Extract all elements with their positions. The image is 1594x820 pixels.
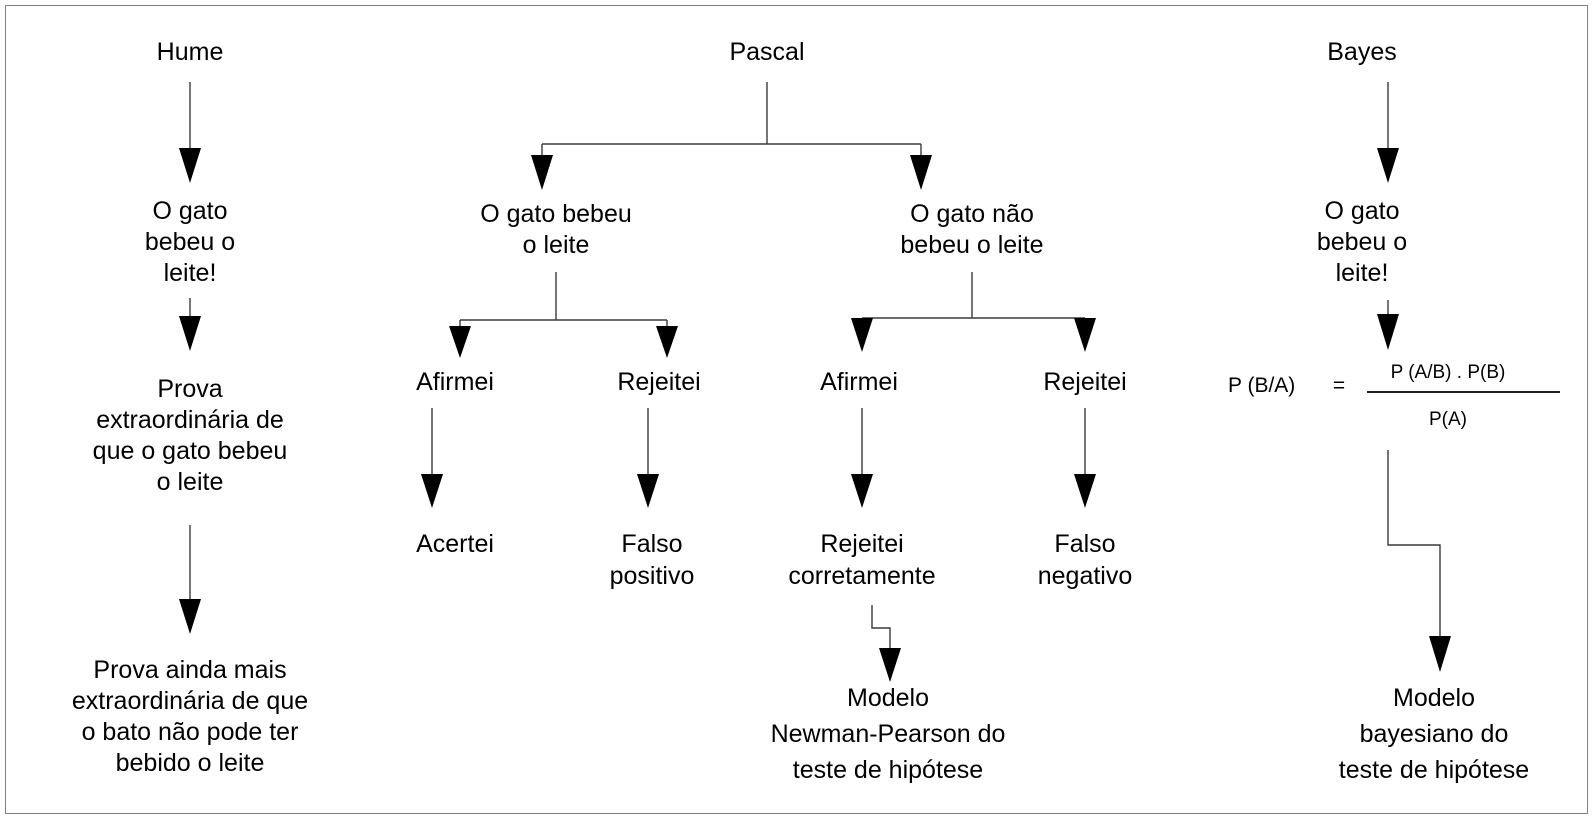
pascal-rejeitei-correto-line2: corretamente [788, 562, 935, 590]
bayes-formula-denominator: P(A) [1429, 409, 1467, 430]
pascal-modelo-line3: teste de hipótese [793, 756, 983, 784]
pascal-modelo-line1: Modelo [847, 684, 929, 712]
pascal-left-afirmei-label: Afirmei [416, 368, 494, 396]
edge-pascal-elbow-to-modelo [871, 605, 901, 682]
hume-proof-line4: o leite [157, 468, 224, 496]
bayes-claim-line2: bebeu o [1317, 228, 1407, 256]
edge-pascal-afirmei-to-acertei [421, 408, 443, 508]
bayes-modelo-line2: bayesiano do [1360, 720, 1509, 748]
edge-pascal-rejeitei-to-falso-positivo [637, 408, 659, 508]
hume-root-label: Hume [157, 38, 224, 66]
hume-proof2-line3: o bato não pode ter [82, 718, 299, 746]
pascal-falso-negativo-line2: negativo [1038, 562, 1133, 590]
hume-proof2-line1: Prova ainda mais [93, 656, 286, 684]
hume-proof2-line2: extraordinária de que [72, 687, 308, 715]
pascal-acertei-label: Acertei [416, 530, 494, 558]
pascal-right-hyp-line1: O gato não [910, 200, 1034, 228]
edge-pascal-root-split [531, 82, 932, 190]
bayes-formula-numerator: P (A/B) . P(B) [1391, 362, 1506, 383]
edge-bayes-claim-to-formula [1377, 300, 1399, 350]
bayes-formula: P (B/A) = P (A/B) . P(B) P(A) [1228, 362, 1560, 430]
hume-claim-line3: leite! [164, 259, 217, 287]
hume-proof-line2: extraordinária de [96, 406, 284, 434]
hume-claim-line2: bebeu o [145, 228, 235, 256]
edge-pascal-left-split [449, 272, 678, 358]
edge-hume-proof-to-proof2 [179, 525, 201, 634]
edge-hume-root-to-claim [179, 82, 201, 183]
pascal-root-label: Pascal [729, 38, 804, 66]
hume-proof-line1: Prova [157, 375, 222, 403]
pascal-right-hyp-line2: bebeu o leite [900, 231, 1043, 259]
edge-bayes-elbow-to-modelo [1387, 450, 1451, 672]
hume-proof-line3: que o gato bebeu [93, 437, 288, 465]
bayes-root-label: Bayes [1327, 38, 1396, 66]
pascal-modelo-line2: Newman-Pearson do [771, 720, 1006, 748]
edge-hume-claim-to-proof [179, 298, 201, 351]
hume-proof2-line4: bebido o leite [116, 749, 265, 777]
edge-bayes-root-to-claim [1377, 82, 1399, 183]
bayes-modelo-line3: teste de hipótese [1339, 756, 1529, 784]
pascal-left-rejeitei-label: Rejeitei [617, 368, 700, 396]
bayes-claim-line3: leite! [1336, 259, 1389, 287]
pascal-falso-positivo-line1: Falso [621, 530, 682, 558]
pascal-left-hyp-line2: o leite [523, 231, 590, 259]
hume-claim-line1: O gato [152, 197, 227, 225]
bayes-modelo-line1: Modelo [1393, 684, 1475, 712]
pascal-right-afirmei-label: Afirmei [820, 368, 898, 396]
pascal-left-hyp-line1: O gato bebeu [480, 200, 632, 228]
diagram-border [5, 5, 1588, 814]
pascal-falso-positivo-line2: positivo [610, 562, 695, 590]
pascal-rejeitei-correto-line1: Rejeitei [820, 530, 903, 558]
bayes-formula-equals: = [1333, 374, 1345, 397]
bayes-claim-line1: O gato [1324, 197, 1399, 225]
bayes-formula-left: P (B/A) [1228, 374, 1295, 397]
edge-pascal-right-afirmei-to-rejeitei-correto [851, 408, 873, 508]
edge-pascal-right-split [851, 272, 1096, 352]
pascal-right-rejeitei-label: Rejeitei [1043, 368, 1126, 396]
edge-pascal-right-rejeitei-to-falso-negativo [1074, 408, 1096, 508]
pascal-falso-negativo-line1: Falso [1054, 530, 1115, 558]
